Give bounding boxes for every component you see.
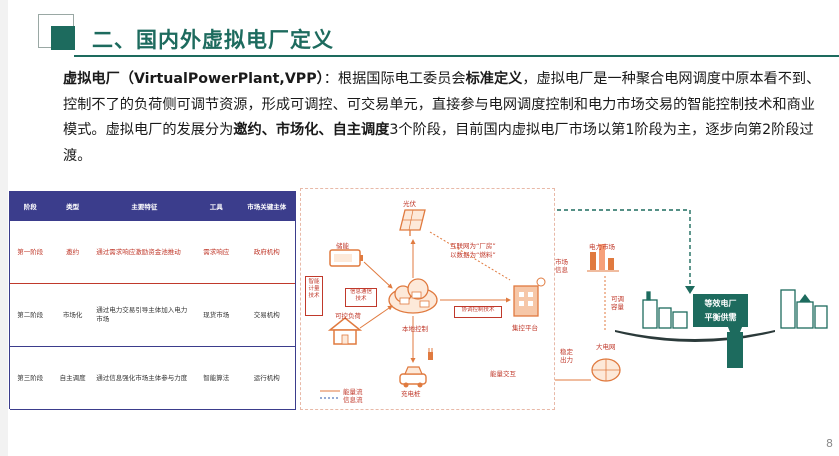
table-border-left xyxy=(9,191,10,409)
table-header-cell: 主要特征 xyxy=(93,191,196,221)
label-adjustable-capacity: 可调 容量 xyxy=(611,295,624,311)
grid-icon xyxy=(591,358,621,382)
label-energy-exchange: 能量交互 xyxy=(490,370,516,378)
factory-icon xyxy=(642,291,688,329)
ev-car-icon xyxy=(399,366,427,388)
label-market-info: 市场 信息 xyxy=(555,258,568,274)
label-local-control: 本地控制 xyxy=(402,325,428,333)
balance-scale-icon xyxy=(615,320,775,368)
left-margin-bar xyxy=(0,0,8,456)
table-cell: 第二阶段 xyxy=(9,283,51,347)
table-cell: 通过需求响应激励资金池推动 xyxy=(94,220,195,284)
table-cell: 现货市场 xyxy=(194,283,238,347)
solar-panel-icon xyxy=(399,209,426,236)
label-solar: 光伏 xyxy=(403,200,416,208)
table-border-right xyxy=(295,191,296,409)
vpp-diagram xyxy=(300,188,555,410)
vpp-diagram-art xyxy=(320,209,546,399)
table-cell: 交易机构 xyxy=(237,283,296,347)
page-title: 二、国内外虚拟电厂定义 xyxy=(92,28,334,52)
table-header-cell: 工具 xyxy=(194,191,239,221)
table-row: 第一阶段 邀约 通过需求响应激励资金池推动 需求响应 政府机构 xyxy=(9,220,296,284)
label-internet: 互联网为“厂房” 以数据为“燃料” xyxy=(450,242,496,259)
label-coord-control: 协调控制技术 xyxy=(454,306,502,318)
table-cell: 需求响应 xyxy=(194,220,238,284)
lead-term: 虚拟电厂（VirtualPowerPlant,VPP） xyxy=(63,71,324,87)
table-header-row: 阶段 类型 主要特征 工具 市场关键主体 xyxy=(8,191,296,221)
table-cell: 运行机构 xyxy=(237,346,296,410)
para-part-3: 3个阶段，目前国内虚拟电厂市场以第1阶段为主，逐步向第2阶段过渡。 xyxy=(63,122,814,164)
table-row: 第二阶段 市场化 通过电力交易引导主体加入电力市场 现货市场 交易机构 xyxy=(9,283,296,347)
table-row: 第三阶段 自主调度 通过信息强化市场主体参与力度 智能算法 运行机构 xyxy=(9,346,296,410)
table-cell: 通过电力交易引导主体加入电力市场 xyxy=(94,283,195,347)
table-cell: 第三阶段 xyxy=(9,346,51,410)
market-chart-icon xyxy=(587,244,619,272)
table-cell: 通过信息强化市场主体参与力度 xyxy=(94,346,195,410)
table-cell: 智能算法 xyxy=(194,346,238,410)
control-platform-icon xyxy=(513,277,546,317)
label-charging: 充电桩 xyxy=(401,390,421,398)
para-part-1: ：根据国际电工委员会 xyxy=(323,71,466,87)
label-energy-flow: 能量流 xyxy=(343,388,363,396)
label-power-market: 电力市场 xyxy=(589,243,615,251)
house-icon xyxy=(327,317,363,345)
stages-table: 阶段 类型 主要特征 工具 市场关键主体 第一阶段 邀约 通过需求响应激励资金池… xyxy=(8,191,296,410)
right-side-art xyxy=(555,209,828,382)
definition-paragraph: 虚拟电厂（VirtualPowerPlant,VPP）：根据国际电工委员会标准定… xyxy=(63,67,823,169)
table-cell: 第一阶段 xyxy=(9,220,51,284)
table-header-cell: 类型 xyxy=(50,191,95,221)
label-info-comm: 信息通信 技术 xyxy=(345,288,377,307)
title-underline xyxy=(74,55,839,57)
table-header-cell: 市场关键主体 xyxy=(237,191,296,221)
label-smart-meter: 智能 计量 技术 xyxy=(305,276,323,316)
label-grid: 大电网 xyxy=(596,343,616,351)
battery-icon xyxy=(329,249,363,267)
label-stable-output: 稳定 出力 xyxy=(560,348,573,364)
label-platform: 集控平台 xyxy=(512,324,538,332)
emphasis-stages: 邀约、市场化、自主调度 xyxy=(233,122,390,138)
para-part-2: ，虚拟电厂是一种聚合电网调度中原本看不到、控制不了的负荷侧可调节资源，形成可调控… xyxy=(63,71,821,138)
label-controllable-load: 可控负荷 xyxy=(335,312,361,320)
table-cell: 邀约 xyxy=(50,220,95,284)
cloud-icon xyxy=(388,278,438,314)
emphasis-standard: 标准定义 xyxy=(465,71,523,87)
equivalent-plant-box: 等效电厂 平衡供需 xyxy=(693,294,748,327)
page-number: 8 xyxy=(826,437,833,450)
buildings-icon xyxy=(780,289,828,329)
table-cell: 政府机构 xyxy=(237,220,296,284)
label-info-flow: 信息流 xyxy=(343,396,363,404)
plug-icon xyxy=(428,348,433,360)
table-cell: 市场化 xyxy=(50,283,95,347)
table-header-cell: 阶段 xyxy=(8,191,52,221)
title-decoration-square xyxy=(51,26,75,50)
table-cell: 自主调度 xyxy=(50,346,95,410)
label-storage: 储能 xyxy=(336,242,349,250)
